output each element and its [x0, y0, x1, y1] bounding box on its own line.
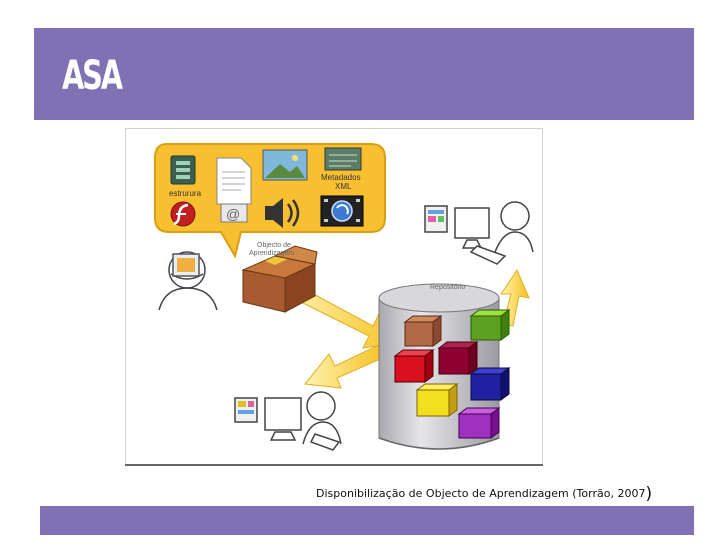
- video-icon: [320, 195, 364, 227]
- cube-purple: [457, 407, 501, 439]
- cube-brown: [403, 315, 443, 347]
- metadata-xml-icon: [324, 147, 362, 171]
- repository-label: Repositório: [430, 284, 466, 291]
- slide-title: ASA: [62, 53, 123, 99]
- structure-label: estrurura: [169, 189, 202, 198]
- title-bar: ASA: [34, 28, 694, 120]
- figure-caption: Disponibilização de Objecto de Aprendiza…: [316, 484, 652, 504]
- cube-blue: [469, 367, 511, 401]
- flash-icon: [170, 201, 196, 227]
- metadata-label-line2: XML: [335, 182, 352, 191]
- svg-text:@: @: [226, 206, 240, 222]
- bottom-user: [234, 391, 342, 451]
- speaker-icon: [265, 198, 300, 228]
- top-right-user: [424, 201, 534, 265]
- author-user: [158, 251, 218, 311]
- caption-text: Disponibilização de Objecto de Aprendiza…: [316, 487, 646, 500]
- metadata-label-line1: Metadados: [321, 173, 361, 182]
- caption-close-paren: ): [645, 484, 653, 504]
- bubble-shape: [154, 143, 386, 259]
- box-label-line1: Objecto de: [257, 242, 291, 249]
- diagram-svg: estrurura Metadados XML: [125, 128, 543, 466]
- bottom-bar: [40, 506, 694, 535]
- box-label-line2: Aprendizagem: [249, 250, 294, 257]
- cube-green: [469, 309, 511, 341]
- content-bubble: [154, 143, 386, 259]
- document-icon: [216, 157, 252, 205]
- structure-icon: [170, 155, 196, 185]
- cube-red: [393, 349, 435, 383]
- email-icon: @: [220, 203, 248, 223]
- learning-object-box: [241, 245, 318, 313]
- image-icon: [262, 149, 308, 181]
- cube-yellow: [415, 383, 459, 417]
- cube-dark-red: [437, 341, 479, 375]
- learning-object-diagram: estrurura Metadados XML: [125, 128, 543, 466]
